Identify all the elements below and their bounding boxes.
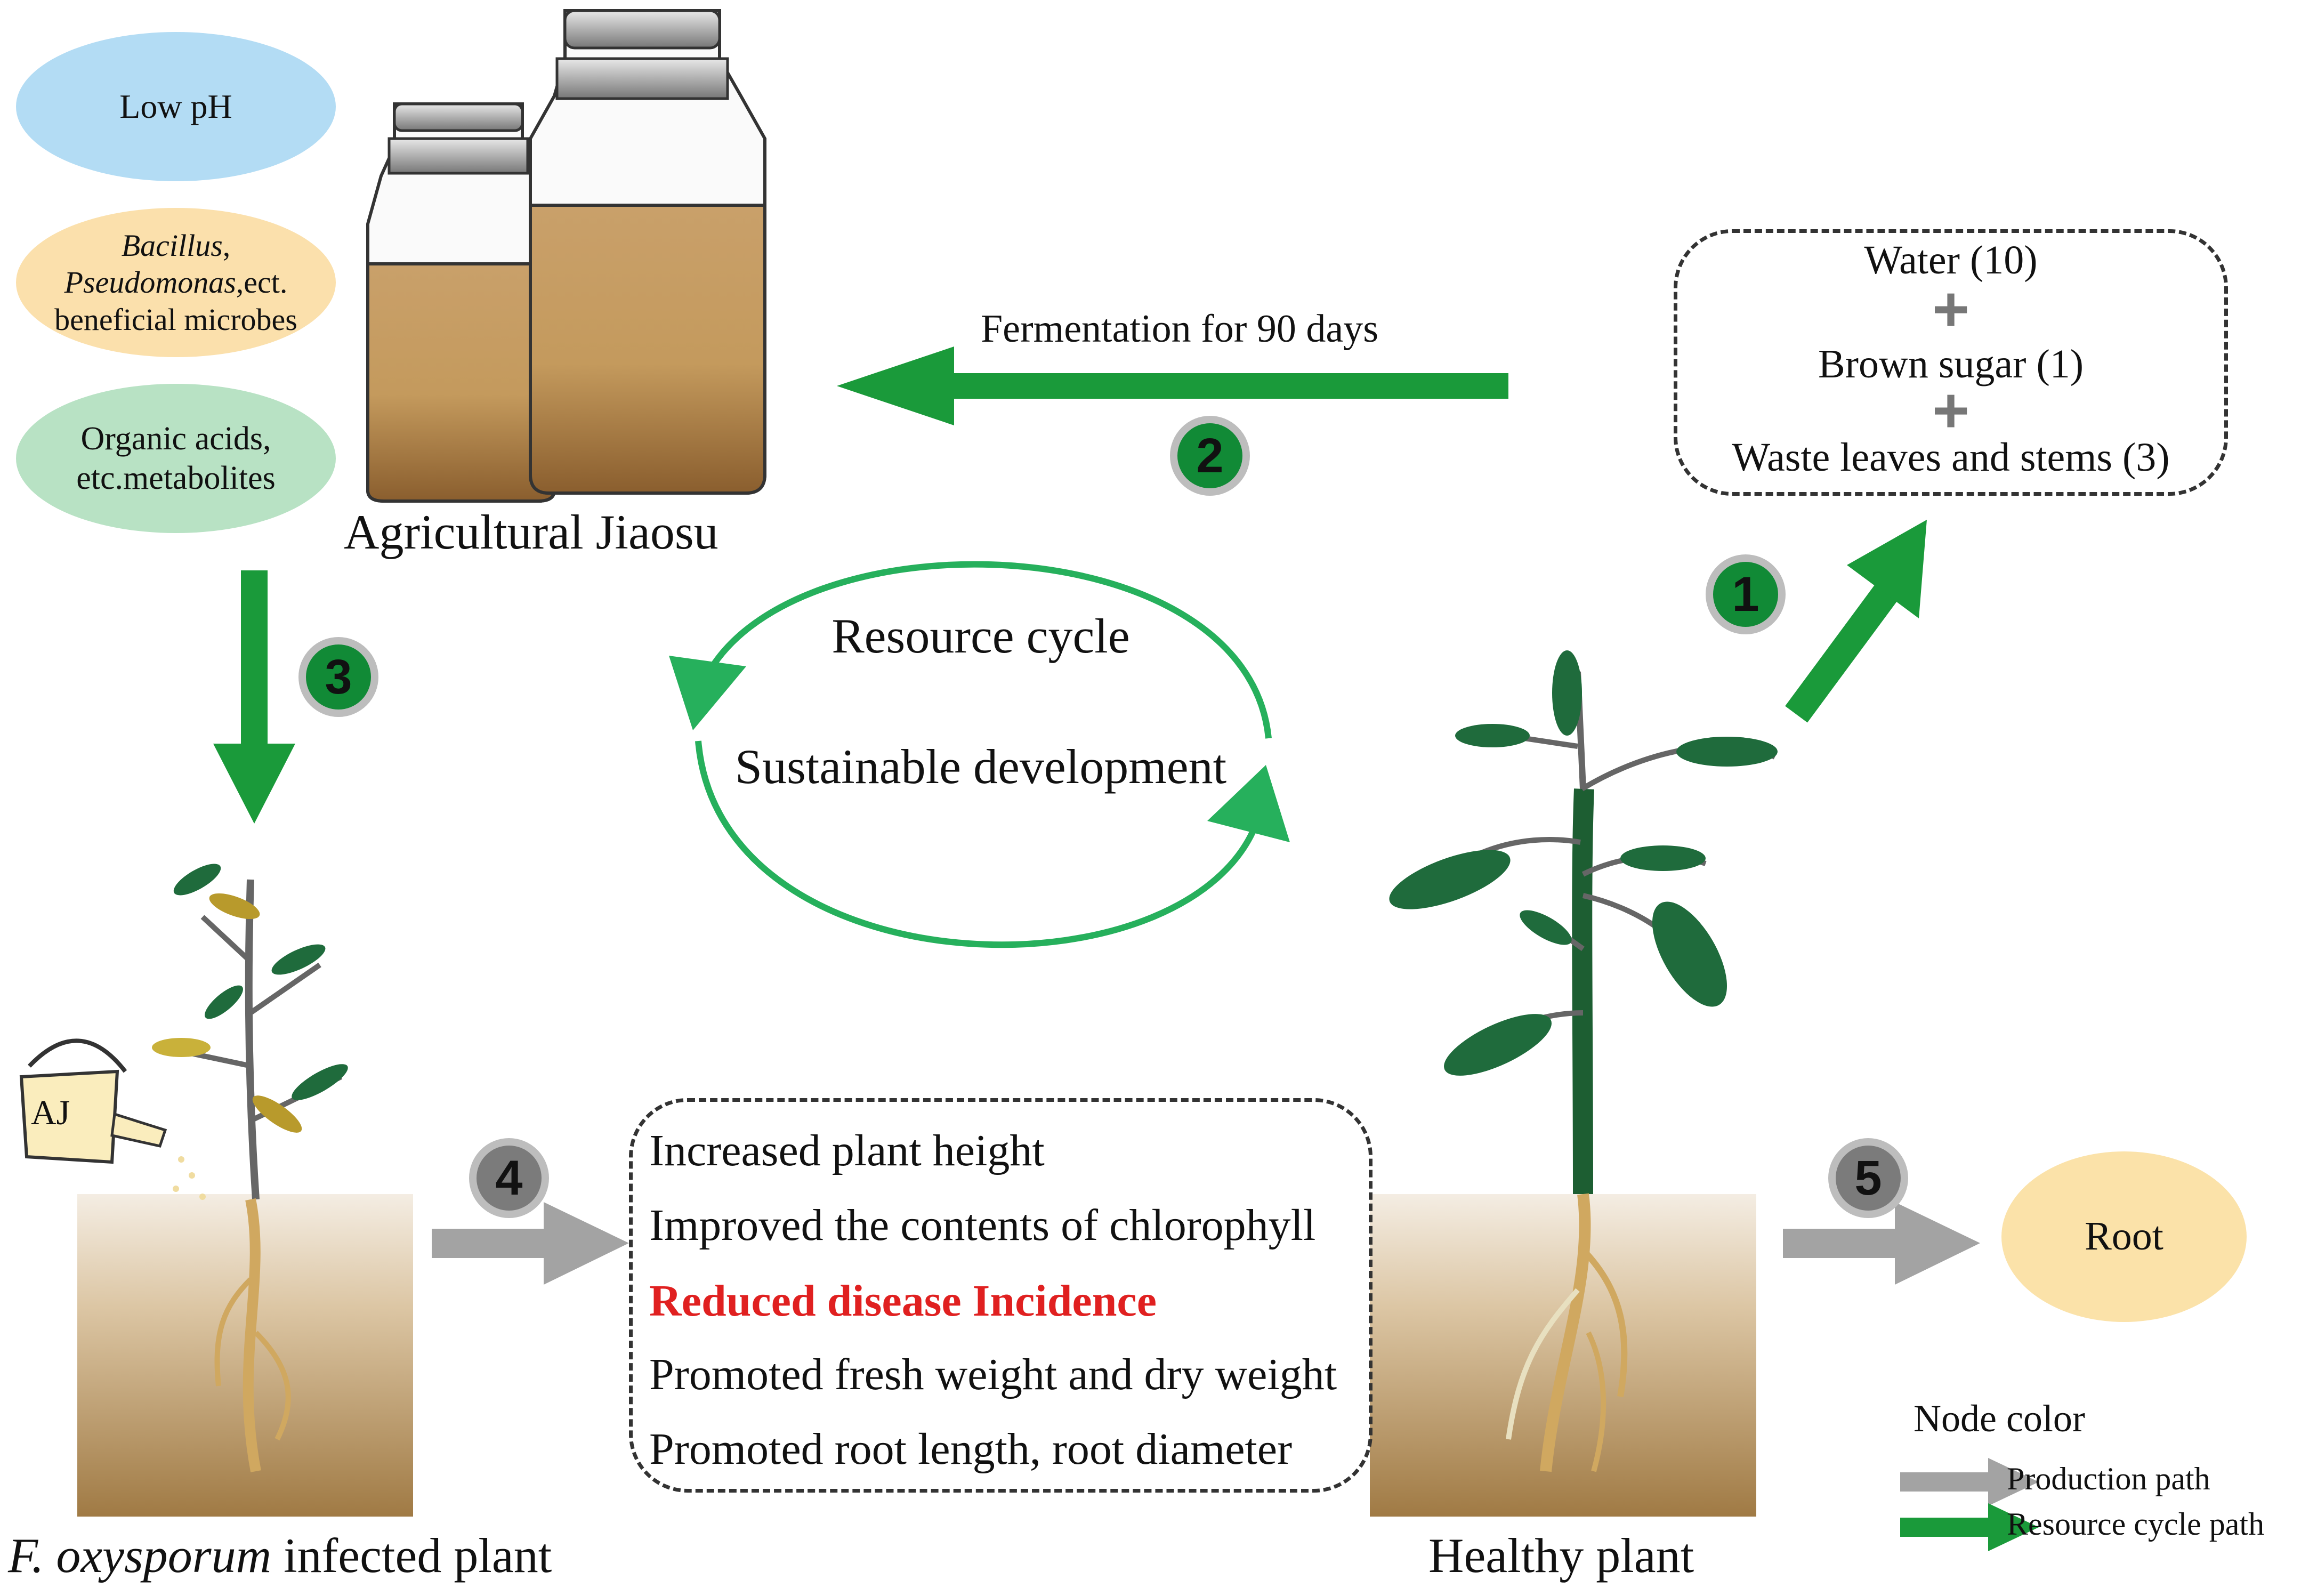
legend-production-label: Production path bbox=[2007, 1461, 2210, 1496]
pathogen-name: F. oxysporum bbox=[8, 1528, 272, 1583]
watering-can-label: AJ bbox=[31, 1093, 70, 1132]
ingredients-box bbox=[1674, 229, 2228, 496]
effect-item-1: Increased plant height bbox=[649, 1126, 1045, 1175]
arrow-collection bbox=[1785, 520, 1927, 723]
plus-icon-2: + bbox=[1932, 375, 1970, 446]
step-badge-3: 3 bbox=[298, 637, 378, 717]
effects-box bbox=[629, 1098, 1372, 1493]
ellipse-microbes: Bacillus, Pseudomonas,ect. beneficial mi… bbox=[16, 208, 336, 357]
ellipse-root: Root bbox=[2001, 1151, 2247, 1322]
watering-can bbox=[19, 1038, 206, 1200]
effect-item-5: Promoted root length, root diameter bbox=[649, 1424, 1293, 1474]
legend-green-arrow bbox=[1900, 1503, 2039, 1551]
cycle-title: Resource cycle bbox=[831, 609, 1130, 663]
legend-title: Node color bbox=[1914, 1397, 2085, 1440]
ingredient-water: Water (10) bbox=[1864, 238, 2038, 283]
effect-item-3: Reduced disease Incidence bbox=[649, 1276, 1157, 1326]
healthy-plant bbox=[1389, 650, 1778, 1472]
fermentation-label: Fermentation for 90 days bbox=[981, 307, 1378, 351]
jar-large bbox=[529, 9, 766, 495]
healthy-plant-label: Healthy plant bbox=[1428, 1528, 1694, 1583]
step-badge-5: 5 bbox=[1828, 1138, 1908, 1218]
root-label: Root bbox=[2085, 1214, 2163, 1259]
plus-icon-1: + bbox=[1932, 273, 1970, 345]
microbes-genus-1: Bacillus bbox=[121, 228, 223, 263]
arrow-application bbox=[213, 570, 295, 824]
step-badge-2: 2 bbox=[1170, 416, 1250, 496]
ingredient-sugar: Brown sugar (1) bbox=[1818, 342, 2084, 386]
effect-item-4: Promoted fresh weight and dry weight bbox=[649, 1350, 1337, 1399]
cycle-loop bbox=[669, 561, 1290, 948]
microbes-desc: beneficial microbes bbox=[54, 302, 297, 337]
cycle-subtitle: Sustainable development bbox=[734, 739, 1227, 794]
infected-plant-label: F. oxysporum infected plant bbox=[8, 1528, 552, 1583]
arrow-production-5 bbox=[1783, 1202, 1980, 1285]
jar-small bbox=[366, 102, 556, 503]
ellipse-low-ph: Low pH bbox=[16, 32, 336, 181]
step-badge-4: 4 bbox=[469, 1138, 549, 1218]
microbes-text: Bacillus, Pseudomonas,ect. beneficial mi… bbox=[54, 227, 297, 338]
arrow-fermentation bbox=[837, 346, 1508, 425]
microbes-genus-2: Pseudomonas bbox=[64, 265, 236, 300]
step-badge-1: 1 bbox=[1706, 554, 1786, 634]
infected-plant bbox=[152, 864, 348, 1472]
metabolites-line1: Organic acids, bbox=[80, 420, 271, 457]
ingredient-waste: Waste leaves and stems (3) bbox=[1732, 435, 2170, 480]
metabolites-line2: etc.metabolites bbox=[76, 460, 276, 496]
low-ph-label: Low pH bbox=[119, 87, 232, 125]
arrow-production-4 bbox=[432, 1202, 629, 1285]
ellipse-metabolites: Organic acids, etc.metabolites bbox=[16, 384, 336, 533]
product-label: Agricultural Jiaosu bbox=[344, 505, 718, 559]
legend-resource-label: Resource cycle path bbox=[2007, 1506, 2265, 1542]
legend-gray-arrow bbox=[1900, 1458, 2039, 1506]
effect-item-2: Improved the contents of chlorophyll bbox=[649, 1200, 1316, 1250]
